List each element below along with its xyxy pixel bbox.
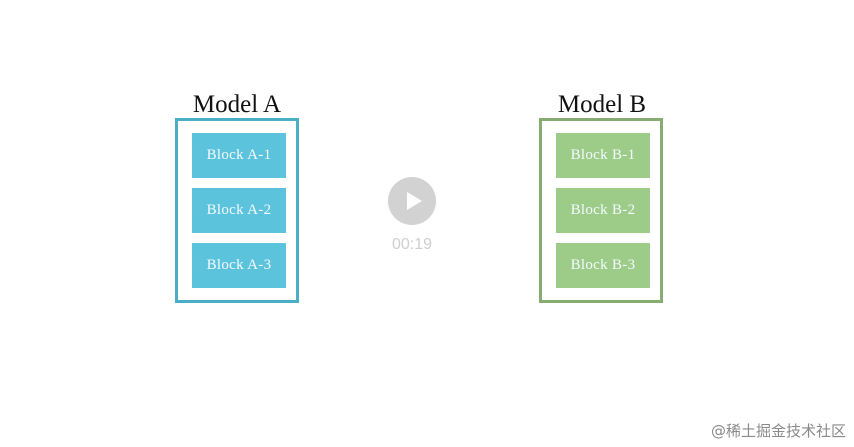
block-b-2: Block B-2	[556, 188, 650, 233]
block-b-1: Block B-1	[556, 133, 650, 178]
watermark: @稀土掘金技术社区	[710, 422, 846, 440]
model-a-box: Block A-1 Block A-2 Block A-3	[175, 118, 299, 303]
model-b-title: Model B	[557, 91, 647, 118]
block-a-2: Block A-2	[192, 188, 286, 233]
block-a-3: Block A-3	[192, 243, 286, 288]
model-b-box: Block B-1 Block B-2 Block B-3	[539, 118, 663, 303]
block-b-3: Block B-3	[556, 243, 650, 288]
video-timestamp: 00:19	[391, 236, 433, 253]
play-button[interactable]	[388, 177, 436, 225]
block-a-1: Block A-1	[192, 133, 286, 178]
play-icon	[407, 192, 422, 210]
model-a-title: Model A	[192, 91, 282, 118]
